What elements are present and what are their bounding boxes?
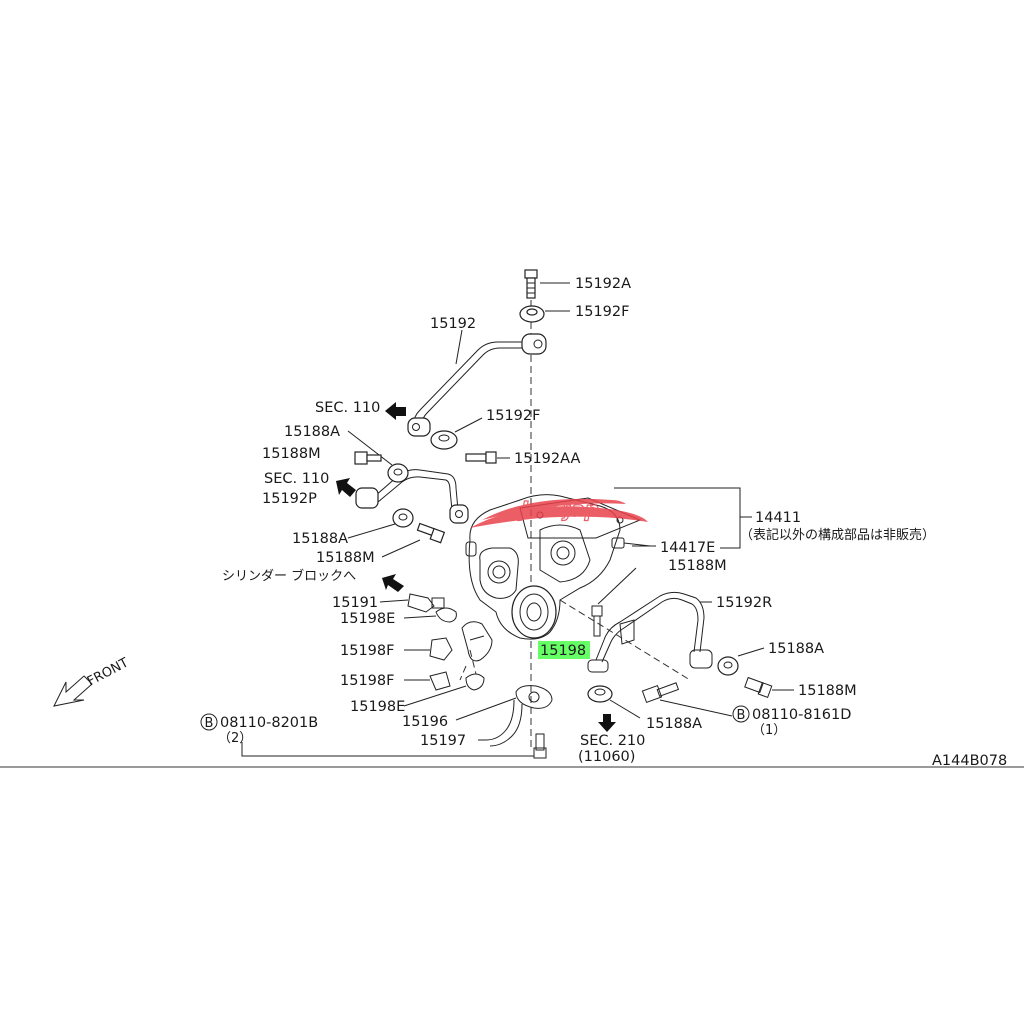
leader-14411: [614, 487, 752, 549]
watermark-logo: Justjap: [470, 496, 648, 528]
bolt-15188M-1-part: [354, 451, 382, 465]
oil-pipe-15192P-part: [355, 469, 469, 524]
bolt-15192A-part: [524, 269, 538, 299]
label-sec210: SEC. 210: [580, 733, 645, 749]
label-cylinder-block: シリンダー ブロックへ: [222, 568, 356, 584]
bolt-08110-8201B-part: [533, 733, 547, 759]
fitting-15198F-2-part: [429, 671, 451, 691]
front-arrow-icon: [53, 675, 93, 707]
label-15198E-1: 15198E: [340, 611, 395, 627]
circle-b-right-label: B: [737, 708, 746, 723]
label-15192P: 15192P: [262, 491, 317, 507]
label-15188M-3: 15188M: [668, 558, 727, 574]
circle-b-left-label: B: [205, 716, 214, 731]
washer-15192F-top-part: [519, 305, 545, 323]
label-14417E: 14417E: [660, 540, 715, 556]
hose-15198-part: [461, 621, 493, 662]
washer-15188A-3-part: [717, 656, 739, 676]
leader-08110-8201B: [241, 742, 534, 757]
label-15188A-2: 15188A: [292, 531, 348, 547]
sec110-b-arrow-icon: [336, 478, 356, 497]
pipe-15197-part: [485, 699, 523, 747]
label-15196: 15196: [402, 714, 448, 730]
label-15188A-1: 15188A: [284, 424, 340, 440]
label-sec110-b: SEC. 110: [264, 471, 329, 487]
centerline-right: [559, 599, 691, 681]
clip-15198E-2-part: [465, 673, 485, 691]
label-bolt-left: 08110-8201B: [220, 715, 318, 731]
washer-15188A-2-part: [392, 508, 414, 528]
bolt-15188M-3-part: [591, 605, 603, 637]
label-15188M-4: 15188M: [798, 683, 857, 699]
label-15198F-2: 15198F: [340, 673, 394, 689]
gasket-15196-part: [515, 685, 553, 709]
cylinder-block-arrow-icon: [382, 574, 404, 592]
washer-15188A-4-part: [587, 685, 613, 703]
label-15188A-4: 15188A: [646, 716, 702, 732]
label-15197: 15197: [420, 733, 466, 749]
label-15188M-1: 15188M: [262, 446, 321, 462]
fitting-15198F-1-part: [429, 637, 453, 661]
label-14411: 14411: [755, 510, 801, 526]
turbocharger-body-part: [465, 494, 621, 640]
circle-b-right-icon: [732, 705, 750, 723]
bolt-15188M-4-part: [744, 676, 773, 698]
bolt-15188M-2-part: [416, 522, 446, 544]
bolt-08110-8161D-part: [641, 682, 680, 704]
label-bolt-left-qty: （2）: [218, 731, 252, 746]
label-14411-note: （表記以外の構成部品は非販売）: [740, 527, 935, 543]
label-15192F-mid: 15192F: [486, 408, 540, 424]
label-15192A: 15192A: [575, 276, 631, 292]
label-15192R: 15192R: [716, 595, 772, 611]
label-15198F-1: 15198F: [340, 643, 394, 659]
label-15188M-2: 15188M: [316, 550, 375, 566]
bolt-15192AA-part: [465, 451, 497, 464]
label-sec110-a: SEC. 110: [315, 400, 380, 416]
highlight-15198: [538, 641, 590, 659]
oil-pipe-15192R-part: [587, 591, 713, 673]
label-sec210-sub: (11060): [578, 749, 635, 765]
oil-pipe-15192-part: [407, 333, 547, 437]
washer-15188A-1-part: [387, 463, 409, 483]
diagram-code: A144B078: [932, 753, 1007, 769]
label-15188A-3: 15188A: [768, 641, 824, 657]
label-bolt-right: 08110-8161D: [752, 707, 851, 723]
label-15192AA: 15192AA: [514, 451, 580, 467]
label-15192F-top: 15192F: [575, 304, 629, 320]
sec110-a-arrow-icon: [385, 402, 406, 420]
label-bolt-right-qty: （1）: [752, 723, 786, 738]
label-15198E-2: 15198E: [350, 699, 405, 715]
sec210-arrow-icon: [598, 714, 616, 732]
circle-b-left-icon: [200, 713, 218, 731]
label-15191: 15191: [332, 595, 378, 611]
label-15192: 15192: [430, 316, 476, 332]
connector-15191-part: [407, 593, 445, 613]
clip-15198E-1-part: [435, 607, 457, 623]
label-15198: 15198: [540, 643, 586, 659]
label-front: FRONT: [85, 655, 131, 689]
svg-text:Justjap: Justjap: [517, 497, 599, 521]
washer-15192F-mid-part: [430, 430, 458, 450]
